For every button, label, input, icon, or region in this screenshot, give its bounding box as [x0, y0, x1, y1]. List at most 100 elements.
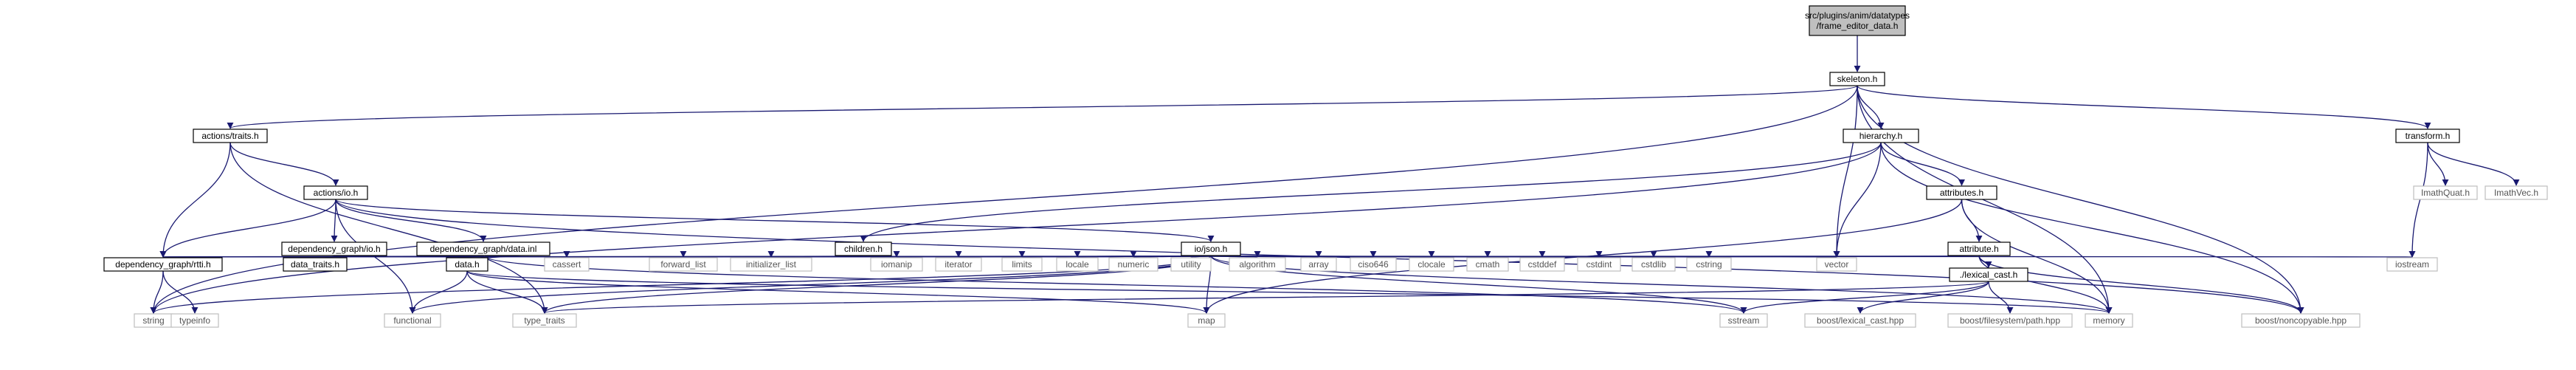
node-box-boost_path: [1947, 313, 2073, 328]
node-actions_io[interactable]: actions/io.h: [303, 185, 368, 200]
edge-lexical_cast-to-boost_lexical: [1857, 281, 1989, 314]
node-box-utility: [1170, 257, 1212, 272]
node-label-functional: functional: [393, 315, 431, 326]
node-label-cstdint: cstdint: [1586, 259, 1612, 270]
node-box-functional: [384, 313, 441, 328]
node-label-limits: limits: [1012, 259, 1032, 270]
edge-transform-to-imathquat: [2427, 142, 2449, 186]
node-boost_noncopyable: boost/noncopyable.hpp: [2241, 313, 2361, 328]
node-data_h[interactable]: data.h: [446, 257, 488, 272]
edge-skeleton-to-string: [150, 85, 1858, 314]
node-dg_datainl[interactable]: dependency_graph/data.inl: [416, 241, 550, 256]
edge-actions_io-to-dg_io: [331, 199, 338, 242]
node-attribute[interactable]: attribute.h: [1947, 241, 2011, 256]
node-io_json[interactable]: io/json.h: [1181, 241, 1241, 256]
edge-skeleton-to-transform: [1857, 85, 2431, 129]
node-attributes[interactable]: attributes.h: [1926, 185, 1997, 200]
node-transform[interactable]: transform.h: [2395, 129, 2460, 143]
node-skeleton[interactable]: skeleton.h: [1829, 72, 1885, 86]
edge-skeleton-to-vector: [1833, 85, 1858, 258]
node-algorithm: algorithm: [1229, 257, 1286, 272]
edge-actions_io-to-dg_datainl: [335, 199, 487, 242]
node-dg_io[interactable]: dependency_graph/io.h: [281, 241, 387, 256]
node-hierarchy[interactable]: hierarchy.h: [1843, 129, 1919, 143]
node-cstring: cstring: [1686, 257, 1732, 272]
node-utility: utility: [1170, 257, 1212, 272]
node-box-dg_datainl: [416, 241, 550, 256]
node-label-root: /frame_editor_data.h: [1817, 21, 1899, 31]
node-label-data_h: data.h: [455, 259, 479, 270]
edge-hierarchy-to-attributes: [1880, 142, 1966, 186]
edge-attribute-to-memory: [1978, 255, 2113, 314]
node-iostream: iostream: [2386, 257, 2438, 272]
node-box-cassert: [544, 257, 590, 272]
node-box-memory: [2085, 313, 2133, 328]
edge-actions_traits-to-type_traits: [229, 142, 548, 314]
node-label-locale: locale: [1066, 259, 1089, 270]
node-box-hierarchy: [1843, 129, 1919, 143]
node-label-cstddef: cstddef: [1528, 259, 1557, 270]
node-box-data_h: [446, 257, 488, 272]
node-actions_traits[interactable]: actions/traits.h: [193, 129, 268, 143]
edge-actions_io-to-dg_rtti: [159, 199, 336, 258]
node-label-imathquat: ImathQuat.h: [2421, 188, 2470, 198]
node-boost_lexical: boost/lexical_cast.hpp: [1804, 313, 1916, 328]
node-data_traits[interactable]: data_traits.h: [283, 257, 348, 272]
node-box-map: [1187, 313, 1226, 328]
node-typeinfo: typeinfo: [170, 313, 219, 328]
edge-attribute-to-boost_noncopyable: [1978, 255, 2304, 314]
node-label-vector: vector: [1825, 259, 1849, 270]
node-label-skeleton: skeleton.h: [1837, 74, 1878, 84]
node-box-attribute: [1947, 241, 2011, 256]
node-imathvec: ImathVec.h: [2485, 185, 2548, 200]
node-label-dg_io: dependency_graph/io.h: [288, 244, 380, 254]
node-label-io_json: io/json.h: [1195, 244, 1228, 254]
node-cassert: cassert: [544, 257, 590, 272]
edge-transform-to-iostream: [2408, 142, 2428, 258]
edge-hierarchy-to-children: [860, 142, 1882, 242]
node-box-lexical_cast: [1949, 267, 2028, 282]
node-type_traits: type_traits: [512, 313, 577, 328]
node-children[interactable]: children.h: [835, 241, 892, 256]
node-box-typeinfo: [170, 313, 219, 328]
node-label-transform: transform.h: [2406, 131, 2451, 141]
edge-dg_rtti-to-typeinfo: [162, 270, 198, 314]
node-label-type_traits: type_traits: [524, 315, 564, 326]
node-label-attribute: attribute.h: [1959, 244, 1998, 254]
node-box-cstddef: [1519, 257, 1565, 272]
edges-layer: [150, 35, 2520, 314]
node-label-data_traits: data_traits.h: [291, 259, 339, 270]
node-root[interactable]: src/plugins/anim/datatypes/frame_editor_…: [1805, 5, 1910, 36]
edge-skeleton-to-boost_noncopyable: [1857, 85, 2304, 314]
node-string: string: [134, 313, 173, 328]
node-box-clocale: [1409, 257, 1454, 272]
node-label-boost_path: boost/filesystem/path.hpp: [1960, 315, 2060, 326]
node-box-cmath: [1466, 257, 1509, 272]
node-lexical_cast[interactable]: ./lexical_cast.h: [1949, 267, 2028, 282]
node-box-vector: [1816, 257, 1857, 272]
node-box-root: [1809, 5, 1906, 36]
edge-actions_traits-to-actions_io: [229, 142, 339, 186]
node-box-transform: [2395, 129, 2460, 143]
node-box-locale: [1056, 257, 1099, 272]
node-box-children: [835, 241, 892, 256]
edge-data_h-to-type_traits: [466, 270, 548, 314]
node-box-io_json: [1181, 241, 1241, 256]
edge-lexical_cast-to-type_traits: [542, 281, 1989, 314]
node-dg_rtti[interactable]: dependency_graph/rtti.h: [103, 257, 223, 272]
node-box-forward_list: [649, 257, 718, 272]
node-sstream: sstream: [1719, 313, 1768, 328]
node-box-initializer_list: [730, 257, 812, 272]
node-label-lexical_cast: ./lexical_cast.h: [1960, 270, 2018, 280]
node-label-children: children.h: [844, 244, 883, 254]
node-iomanip: iomanip: [870, 257, 923, 272]
node-box-type_traits: [512, 313, 577, 328]
node-label-iostream: iostream: [2395, 259, 2429, 270]
node-label-iterator: iterator: [945, 259, 972, 270]
edge-hierarchy-to-vector: [1833, 142, 1882, 258]
node-box-skeleton: [1829, 72, 1885, 86]
node-box-dg_io: [281, 241, 387, 256]
edge-data_h-to-functional: [409, 270, 468, 314]
node-memory: memory: [2085, 313, 2133, 328]
